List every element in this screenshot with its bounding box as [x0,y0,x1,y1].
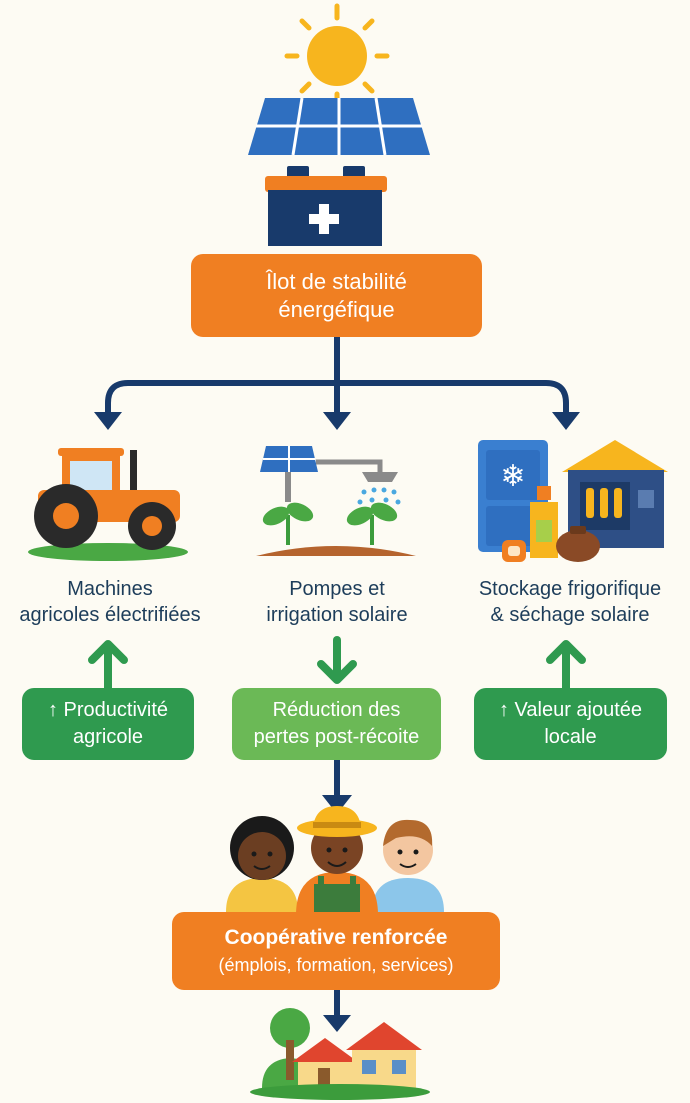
outcome-productivity-line1: ↑ Productivité [47,699,169,721]
energy-hub-line1: Îlot de stabilité [266,268,407,294]
outcome-productivity-box: ↑ Productivité agricole [22,688,194,760]
green-arrowhead-up-left [88,640,128,664]
caption-machines-line2: agricoles électrifiées [19,604,201,626]
arrowhead-center [323,412,351,430]
outcome-losses-box: Réduction des pertes post-récoite [232,688,441,760]
arrowhead-right [552,412,580,430]
energy-hub-line2: énergéfique [278,296,395,322]
caption-machines: Machines agricoles électrifiées [0,576,220,628]
green-arrowhead-down-center [317,660,357,684]
cold-storage-icon: ❄ [478,440,668,562]
svg-text:❄: ❄ [500,459,525,494]
caption-storage-line1: Stockage frigorifique [478,578,662,600]
cooperative-box: Coopérative renforcée (émplois, formatio… [172,912,500,990]
cooperative-title: Coopérative renforcée [224,926,448,949]
arrowhead-village [323,1015,351,1032]
caption-irrigation-line1: Pompes et [289,578,385,600]
outcome-losses-line2: pertes post-récoite [253,726,420,748]
outcome-productivity-line2: agricole [72,726,144,748]
outcome-losses-line1: Réduction des [272,699,401,721]
people-icon [226,806,444,915]
caption-irrigation: Pompes et irrigation solaire [232,576,442,628]
connector-right [334,380,569,418]
battery-icon [265,166,387,246]
solar-panel-icon [248,97,430,156]
irrigation-icon [256,446,416,556]
arrowhead-coop [322,795,352,814]
sun-icon [284,3,390,107]
outcome-value-box: ↑ Valeur ajoutée locale [474,688,667,760]
green-arrowhead-up-right [546,640,586,664]
tractor-icon [28,448,188,561]
energy-hub-box: Îlot de stabilité énergéfique [191,254,482,337]
village-icon [250,1008,430,1100]
connector-left [105,380,340,418]
caption-irrigation-line2: irrigation solaire [266,604,408,626]
caption-storage-line2: & séchage solaire [490,604,650,626]
arrowhead-left [94,412,122,430]
caption-machines-line1: Machines [67,578,153,600]
cooperative-subtitle: (émplois, formation, services) [218,955,454,975]
outcome-value-line1: ↑ Valeur ajoutée [498,699,643,721]
outcome-value-line2: locale [544,726,597,748]
caption-storage: Stockage frigorifique & séchage solaire [452,576,688,628]
